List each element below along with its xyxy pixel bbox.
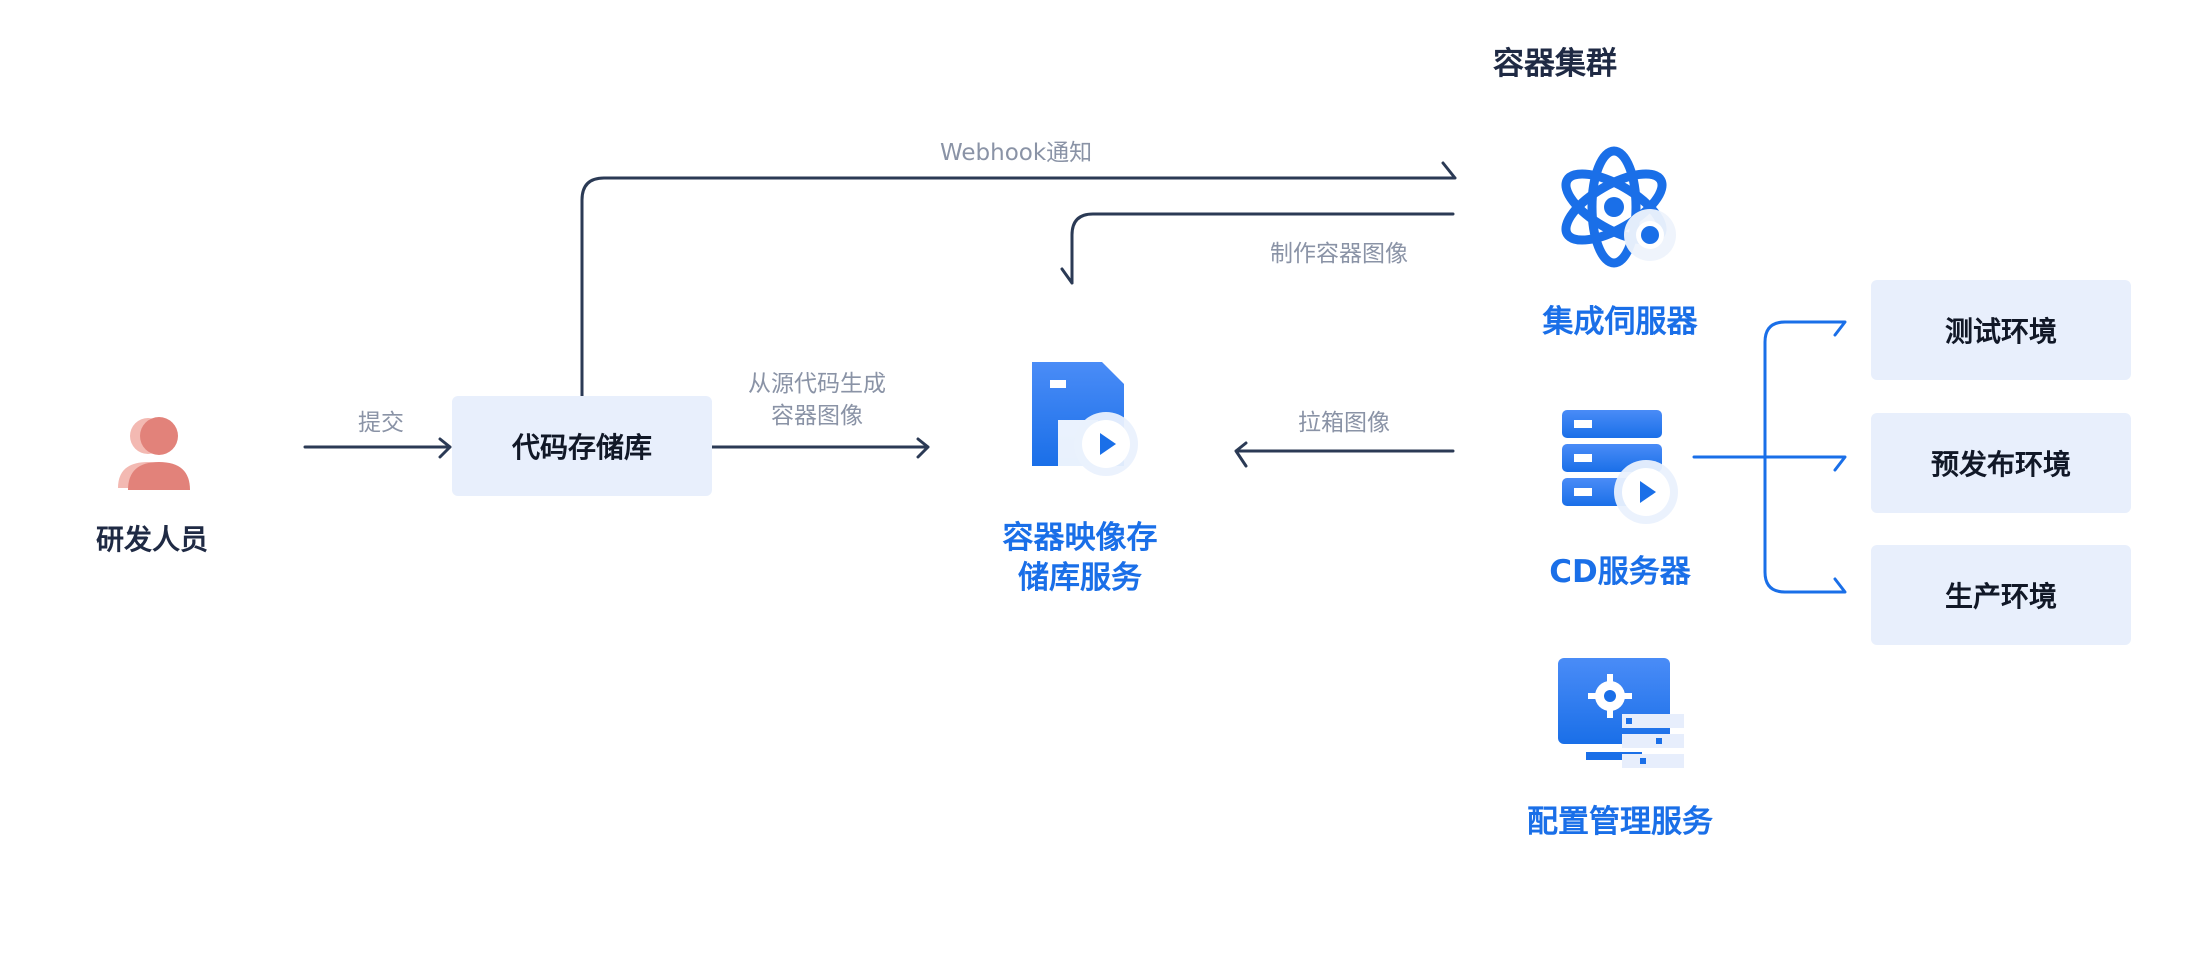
env-label-production: 生产环境 [1944, 580, 2057, 613]
env-box-production[interactable]: 生产环境 [1871, 545, 2131, 645]
integration-server-label: 集成伺服器 [1542, 304, 1698, 340]
code-repo-label: 代码存储库 [511, 431, 652, 464]
env-box-test[interactable]: 测试环境 [1871, 280, 2131, 380]
generate-arrow [710, 437, 930, 459]
registry-label-line-2: 储库服务 [1018, 560, 1142, 596]
generate-label-line-2: 容器图像 [771, 403, 863, 429]
make-image-arrow [1060, 212, 1455, 285]
submit-label: 提交 [358, 410, 404, 436]
make-image-label: 制作容器图像 [1270, 241, 1408, 267]
server-play-icon [1560, 408, 1680, 528]
pull-arrow [1234, 441, 1455, 468]
file-video-icon [1028, 358, 1148, 478]
code-repo-box[interactable]: 代码存储库 [452, 396, 712, 496]
webhook-arrow [580, 161, 1457, 398]
developer-label: 研发人员 [96, 523, 209, 556]
user-icon [112, 410, 202, 498]
env-box-staging[interactable]: 预发布环境 [1871, 413, 2131, 513]
monitor-gear-icon [1556, 656, 1686, 776]
config-service-label: 配置管理服务 [1527, 804, 1713, 840]
cluster-title: 容器集群 [1493, 46, 1617, 82]
webhook-label: Webhook通知 [940, 140, 1093, 166]
cd-server-label: CD服务器 [1549, 554, 1691, 590]
atom-gear-icon [1552, 145, 1692, 270]
generate-label: 从源代码生成 容器图像 [732, 368, 902, 432]
env-label-staging: 预发布环境 [1930, 448, 2071, 481]
submit-arrow [303, 437, 452, 459]
generate-label-line-1: 从源代码生成 [748, 371, 886, 397]
registry-label-line-1: 容器映像存 [1002, 520, 1158, 556]
registry-label: 容器映像存 储库服务 [960, 518, 1200, 598]
pull-label: 拉箱图像 [1298, 410, 1390, 436]
env-label-test: 测试环境 [1944, 315, 2057, 348]
